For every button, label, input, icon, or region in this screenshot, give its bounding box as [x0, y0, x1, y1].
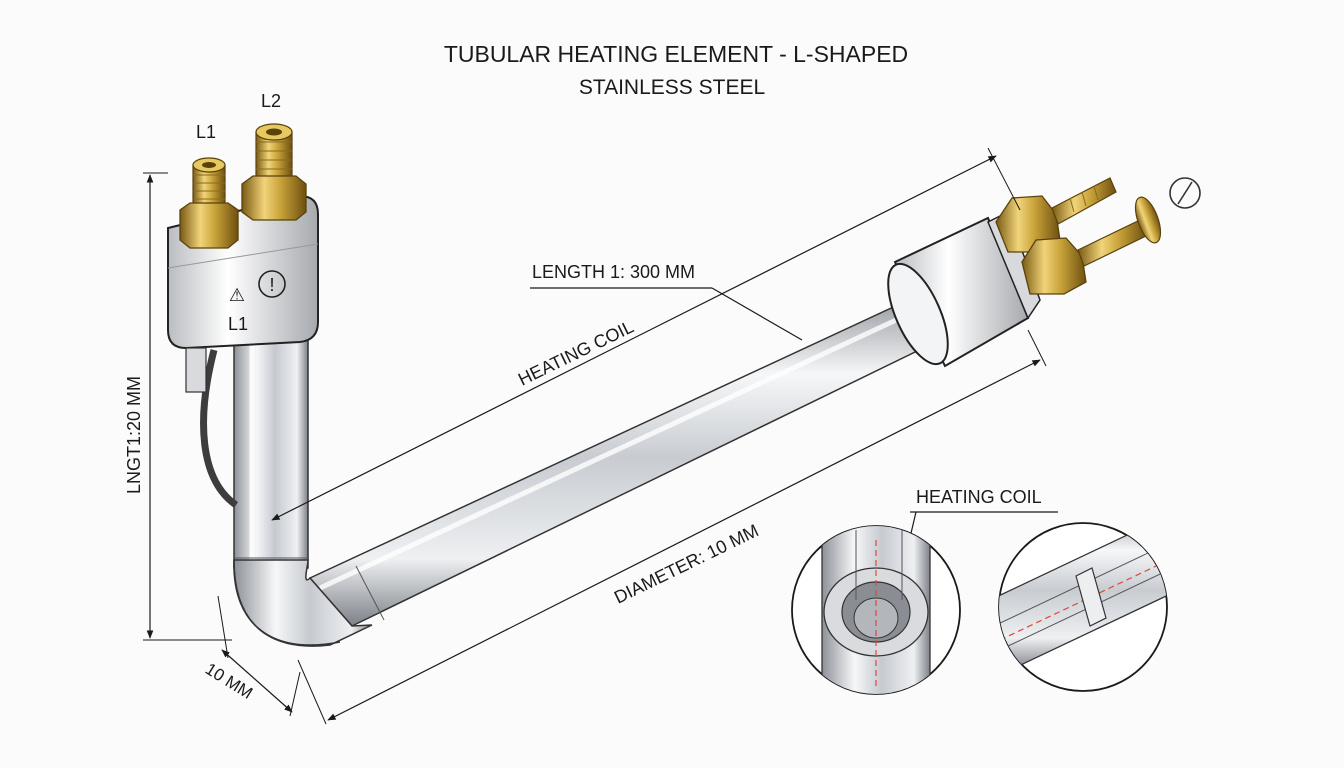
diameter-label: DIAMETER: 10 MM	[611, 520, 762, 607]
diameter-dimension-line	[327, 359, 1041, 721]
terminal-l2	[241, 123, 307, 221]
right-terminal-upper	[995, 177, 1117, 253]
diagram-subtitle: STAINLESS STEEL	[579, 76, 765, 99]
lead-cable	[200, 349, 239, 508]
detail-cross-section	[791, 525, 961, 695]
housing-label: L1	[228, 314, 248, 334]
vertical-length-label: LNGT1:20 MM	[124, 376, 144, 494]
detail-tube-view	[998, 522, 1168, 692]
right-terminal-lower	[1021, 196, 1162, 295]
terminal-l1-label: L1	[196, 122, 216, 142]
detail-heating-coil-label: HEATING COIL	[916, 487, 1042, 507]
length-label: LENGTH 1: 300 MM	[532, 262, 695, 282]
warning-icon: ⚠	[229, 285, 245, 305]
no-symbol-icon	[1169, 177, 1201, 209]
terminal-l2-label: L2	[261, 91, 281, 111]
diagram-title: TUBULAR HEATING ELEMENT - L-SHAPED	[444, 41, 908, 67]
terminal-l1	[179, 157, 239, 249]
bend-dimension-label: 10 MM	[202, 659, 256, 703]
heating-coil-label: HEATING COIL	[515, 317, 637, 390]
svg-text:!: !	[269, 275, 274, 295]
